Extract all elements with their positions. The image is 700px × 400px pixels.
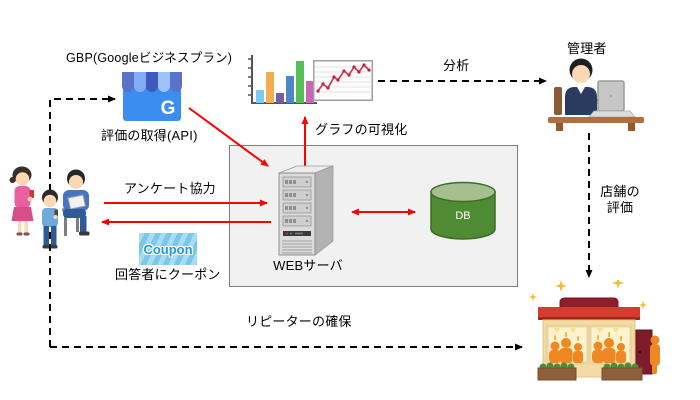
- web-server-label: WEBサーバ: [273, 258, 343, 273]
- woman-with-phone: [9, 166, 34, 236]
- entering-customer-silhouette: [650, 335, 660, 374]
- coupon-image: Coupon: [139, 233, 197, 265]
- admin-face: [572, 65, 590, 83]
- web-server-icon: [278, 165, 334, 256]
- customer-silhouettes: [549, 338, 626, 363]
- line-chart-icon: [313, 60, 373, 101]
- db-label: DB: [455, 210, 470, 222]
- bar-chart-ticks: [248, 58, 252, 96]
- store-illustration: [528, 280, 660, 381]
- phone-icon: [54, 209, 58, 216]
- store-eval-line1: 店舗の: [600, 184, 640, 199]
- administrator-illustration: [548, 58, 644, 131]
- dashed-flow-lines: [49, 77, 593, 351]
- trend-line-dots: [316, 63, 371, 93]
- red-data-arrows: [101, 107, 416, 226]
- analysis-label: 分析: [443, 58, 470, 73]
- store-eval-label: 店舗の 評価: [597, 184, 643, 217]
- server-vents: [282, 240, 312, 254]
- google-g-letter: G: [161, 98, 176, 119]
- store-roof: [538, 307, 640, 319]
- server-drive-bays: [282, 176, 312, 227]
- desk: [548, 117, 644, 123]
- google-business-icon: G: [122, 72, 182, 121]
- storefront-body: [123, 87, 181, 121]
- tablet-icon: [67, 194, 87, 210]
- repeater-label: リピーターの確保: [246, 314, 352, 329]
- chair: [554, 87, 562, 115]
- graph-viz-label: グラフの可視化: [315, 122, 408, 137]
- bar-chart-bars: [256, 61, 314, 103]
- sparkle-icons: [528, 280, 648, 310]
- admin-label: 管理者: [567, 41, 607, 56]
- coupon-logo-text: Coupon: [143, 241, 193, 257]
- bar-chart-icon: [248, 55, 317, 104]
- store-eval-line2: 評価: [606, 200, 634, 216]
- man-with-tablet: [62, 169, 90, 236]
- store-planters: [537, 362, 643, 381]
- coupon-note-label: 回答者にクーポン: [115, 267, 221, 282]
- boy-with-phone: [42, 189, 58, 249]
- admin-suit: [565, 87, 597, 115]
- gbp-title: GBP(Googleビジネスプラン): [66, 51, 233, 65]
- storefront-awning: [122, 72, 182, 92]
- red-phone-icon: [29, 190, 34, 198]
- database-icon: DB: [430, 181, 496, 240]
- survey-label: アンケート協力: [124, 181, 216, 196]
- gbp-to-server-arrow: [188, 107, 269, 167]
- customers-illustration: [9, 166, 90, 249]
- customers-to-gbp-dashed-arrow: [49, 95, 116, 347]
- store-windows: [545, 324, 633, 365]
- eval-api-label: 評価の取得(API): [101, 128, 198, 143]
